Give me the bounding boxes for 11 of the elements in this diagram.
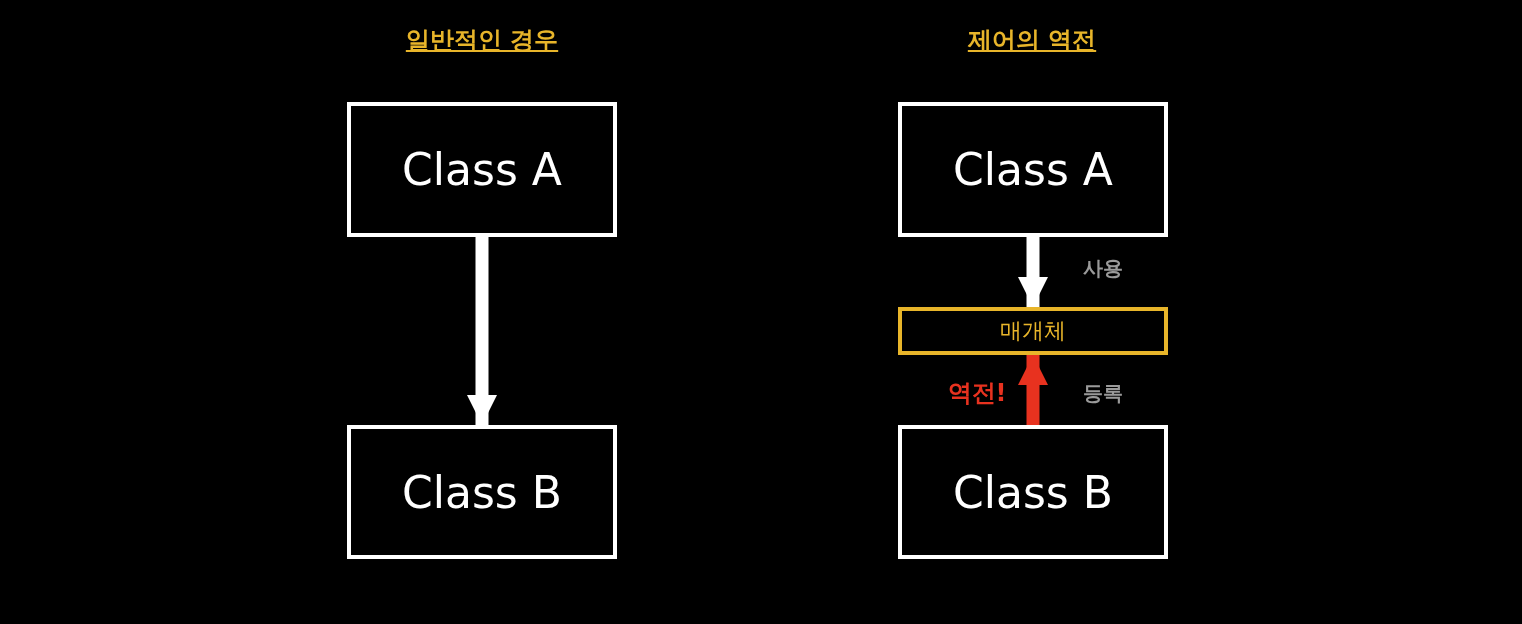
class-box: Class A <box>347 102 617 237</box>
heading: 일반적인 경우 <box>405 25 559 56</box>
callout-text: 역전! <box>947 378 1007 409</box>
arrow <box>1018 237 1048 307</box>
class-box: Class B <box>898 425 1168 559</box>
mediator-box: 매개체 <box>898 307 1168 355</box>
class-box: Class B <box>347 425 617 559</box>
arrow <box>467 237 497 425</box>
arrow <box>1018 355 1048 425</box>
heading: 제어의 역전 <box>967 25 1097 56</box>
class-box: Class A <box>898 102 1168 237</box>
